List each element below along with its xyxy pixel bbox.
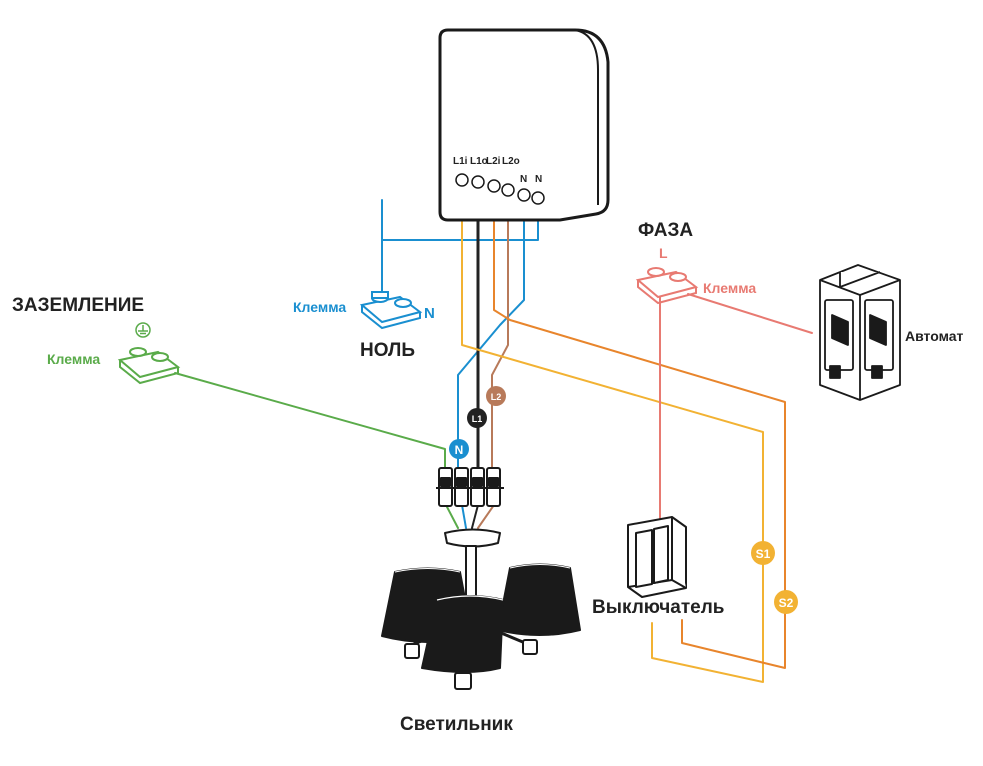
terminal-label-L1o: L1o: [470, 156, 488, 167]
wire-l2: [491, 194, 509, 471]
ground-clamp-label: Клемма: [47, 351, 100, 367]
terminal-screws: [455, 173, 545, 205]
badge-s2: S2: [774, 590, 798, 614]
terminal-block: [436, 467, 504, 507]
double-switch-icon: [627, 516, 687, 598]
badge-n: N: [449, 439, 469, 459]
svg-text:L2: L2: [491, 392, 502, 402]
lamp-leads: [445, 504, 495, 529]
chandelier-icon: [381, 467, 581, 690]
ground-symbol-icon: [135, 322, 151, 338]
wire-neutral-to-lamp: [457, 194, 525, 471]
phase-clamp-label: Клемма: [703, 280, 756, 296]
lead-line: [471, 504, 479, 529]
svg-text:N: N: [455, 443, 464, 457]
neutral-clamp-label: Клемма: [293, 299, 346, 315]
ground-title: ЗАЗЕМЛЕНИЕ: [12, 295, 144, 316]
wire-ground: [174, 372, 446, 471]
relay-module: L1i L1o L2i L2o N N: [438, 28, 610, 222]
lead-ground: [445, 504, 459, 529]
terminal-label-L2o: L2o: [502, 156, 520, 167]
svg-text:S2: S2: [779, 596, 794, 610]
badge-s1: S1: [751, 541, 775, 565]
lead-neutral: [461, 504, 467, 529]
lamp-label: Светильник: [400, 714, 513, 735]
wire-neutral-to-clamp: [381, 194, 539, 299]
ground-clamp: [117, 347, 181, 385]
breaker-label: Автомат: [905, 328, 964, 344]
wire-phase-breaker: [687, 293, 813, 334]
lead-l2: [477, 504, 495, 529]
svg-text:L1: L1: [472, 414, 483, 424]
terminal-label-L1i: L1i: [453, 156, 468, 167]
terminal-label-N1: N: [520, 174, 527, 185]
svg-text:S1: S1: [756, 547, 771, 561]
wire-s2: [493, 194, 786, 669]
switch-label: Выключатель: [592, 597, 724, 618]
terminal-label-N2: N: [535, 174, 542, 185]
badge-l2: L2: [486, 386, 506, 406]
phase-letter: L: [659, 245, 668, 261]
phase-title: ФАЗА: [638, 220, 693, 241]
badge-l1: L1: [467, 408, 487, 428]
phase-clamp: [635, 267, 699, 305]
neutral-title: НОЛЬ: [360, 340, 415, 361]
circuit-breaker-icon: [819, 264, 901, 401]
neutral-letter: N: [424, 305, 435, 322]
neutral-clamp: [359, 291, 423, 330]
terminal-label-L2i: L2i: [486, 156, 501, 167]
